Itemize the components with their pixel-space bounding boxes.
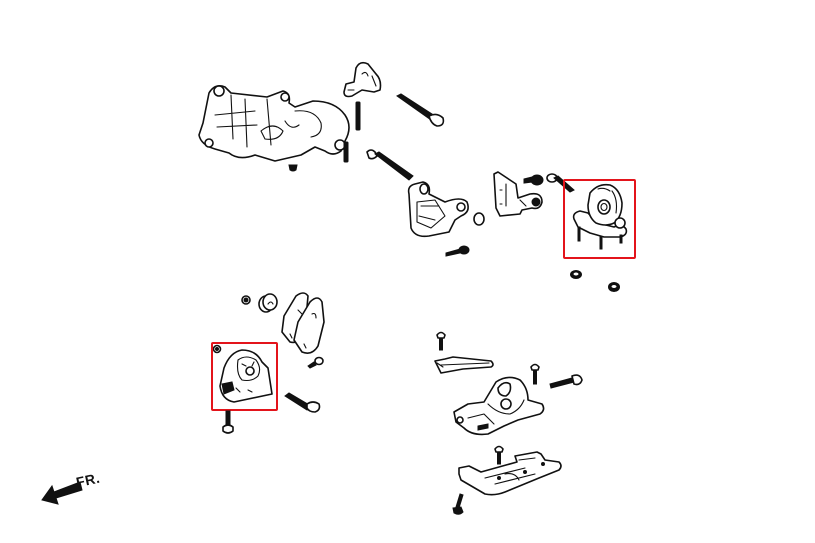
- bolt: [436, 330, 446, 351]
- upper-engine-bracket: [195, 75, 355, 165]
- washer: [241, 292, 251, 305]
- bolt: [221, 410, 235, 435]
- long-bolt: [365, 148, 415, 182]
- bolt: [306, 356, 324, 370]
- long-bolt: [283, 392, 323, 414]
- washer: [608, 279, 620, 292]
- stud-bolt: [342, 141, 350, 163]
- nut: [288, 159, 298, 172]
- small-upper-bracket: [340, 60, 385, 100]
- left-mount-highlight-box: [211, 342, 278, 411]
- rear-mount: [448, 374, 548, 440]
- stud-bolt: [354, 101, 362, 131]
- right-bracket-plate: [490, 170, 545, 220]
- bolt: [494, 444, 504, 465]
- through-bolt: [395, 92, 447, 128]
- bushing: [257, 292, 279, 314]
- bolt: [522, 173, 544, 187]
- small-bushing: [473, 212, 485, 226]
- rear-mount-base-plate: [455, 450, 565, 500]
- washer: [570, 266, 582, 279]
- bolt: [530, 362, 540, 385]
- front-direction-label: FR.: [74, 469, 102, 491]
- right-engine-mount: [568, 183, 632, 253]
- middle-bracket: [405, 180, 470, 240]
- bolt: [444, 244, 470, 257]
- left-transmission-mount: [212, 344, 276, 408]
- rear-bracket-strip: [433, 355, 495, 375]
- bolt: [451, 493, 467, 516]
- arrow-left-down-icon: [40, 478, 84, 508]
- left-mount-bracket: [278, 288, 328, 360]
- right-mount-highlight-box: [563, 179, 636, 259]
- long-bolt: [548, 374, 584, 390]
